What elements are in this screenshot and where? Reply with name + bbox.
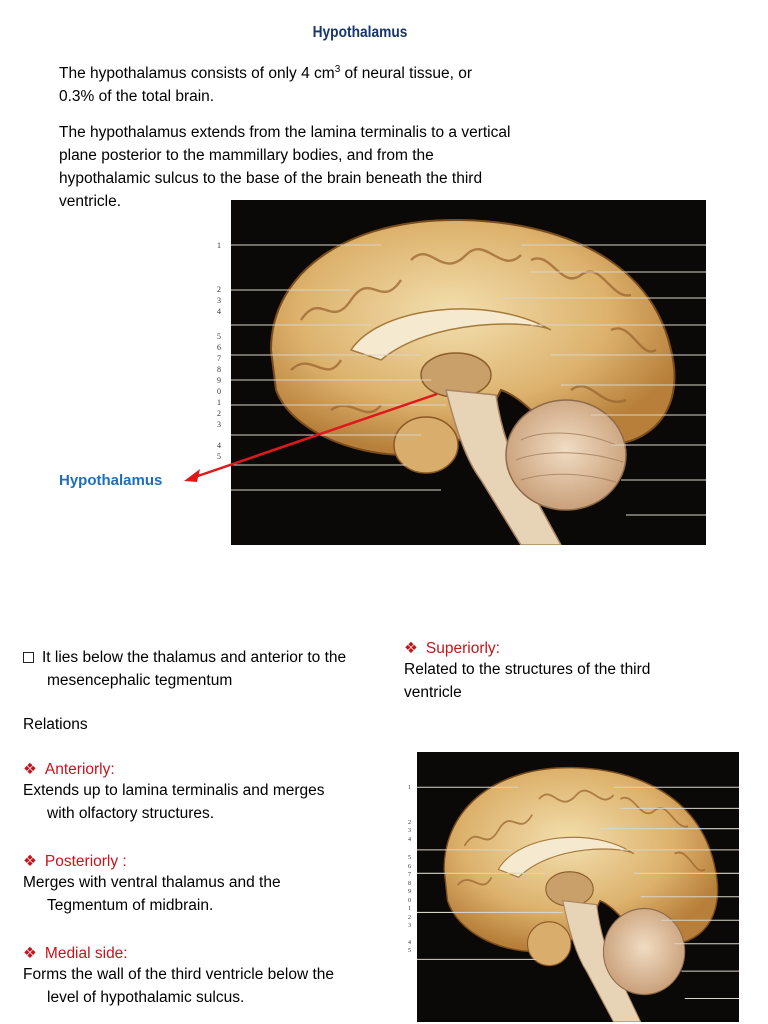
diamond-bullet-icon: ❖	[23, 853, 37, 870]
diamond-bullet-icon: ❖	[404, 640, 418, 657]
intro-paragraph-1: The hypothalamus consists of only 4 cm3 …	[59, 58, 619, 108]
lies-below-bullet: It lies below the thalamus and anterior …	[23, 646, 413, 692]
diamond-bullet-icon: ❖	[23, 761, 37, 778]
intro-p2-line: hypothalamic sulcus to the base of the b…	[59, 170, 483, 187]
intro-paragraph-2: The hypothalamus extends from the lamina…	[59, 121, 659, 213]
intro-p2-line: plane posterior to the mammillary bodies…	[59, 147, 434, 164]
relation-medial-side: ❖Medial side: Forms the wall of the thir…	[23, 945, 334, 1006]
intro-p1-text-a: The hypothalamus consists of only 4 cm	[59, 65, 335, 83]
brain-sagittal-image-2	[417, 752, 739, 1022]
diamond-bullet-icon: ❖	[23, 945, 37, 962]
brain-sagittal-image-1	[231, 200, 706, 545]
intro-p1-line2: 0.3% of the total brain.	[59, 88, 215, 106]
figure-label-hypothalamus: Hypothalamus	[59, 472, 163, 489]
brain-illustration	[417, 766, 739, 1022]
intro-p2-line: The hypothalamus extends from the lamina…	[59, 124, 511, 141]
relation-posteriorly: ❖Posteriorly : Merges with ventral thala…	[23, 853, 281, 914]
relations-heading: Relations	[23, 716, 88, 733]
lies-below-line2: mesencephalic tegmentum	[47, 672, 233, 689]
intro-p1-sup: 3	[334, 64, 341, 75]
relation-anteriorly: ❖Anteriorly: Extends up to lamina termin…	[23, 761, 325, 822]
page-title: Hypothalamus	[312, 24, 408, 41]
relation-superiorly: ❖Superiorly: Related to the structures o…	[404, 640, 651, 701]
checkbox-bullet-icon	[23, 652, 34, 663]
intro-p1-text-b: of neural tissue, or	[340, 65, 473, 83]
intro-p2-line: ventricle.	[59, 193, 122, 210]
brain-illustration	[231, 218, 706, 545]
lies-below-line1: It lies below the thalamus and anterior …	[42, 649, 347, 666]
